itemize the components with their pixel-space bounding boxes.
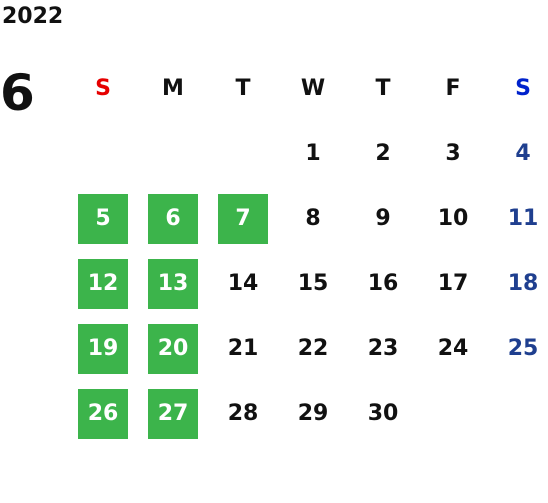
calendar-cell: 7 <box>208 186 278 251</box>
calendar-day-highlighted[interactable]: 7 <box>218 193 268 244</box>
calendar-day[interactable]: 15 <box>297 271 329 296</box>
calendar-cell: 18 <box>488 251 548 316</box>
calendar-day[interactable]: 3 <box>445 141 461 166</box>
calendar-cell: 21 <box>208 316 278 381</box>
calendar-cell: 15 <box>278 251 348 316</box>
calendar-cell: 27 <box>138 381 208 446</box>
calendar-day-highlighted[interactable]: 26 <box>78 388 128 439</box>
calendar-cell: 28 <box>208 381 278 446</box>
calendar-cell: 8 <box>278 186 348 251</box>
calendar-day[interactable]: 23 <box>367 336 399 361</box>
calendar-cell: 16 <box>348 251 418 316</box>
calendar-day[interactable]: 10 <box>437 206 469 231</box>
calendar-cell <box>68 121 138 186</box>
calendar-cell: 3 <box>418 121 488 186</box>
calendar-day[interactable]: 16 <box>367 271 399 296</box>
calendar-cell: 24 <box>418 316 488 381</box>
calendar-cell: 12 <box>68 251 138 316</box>
weekday-header: S <box>515 76 531 101</box>
calendar-day[interactable]: 22 <box>297 336 329 361</box>
calendar-day[interactable]: 21 <box>227 336 259 361</box>
calendar-day-highlighted[interactable]: 27 <box>148 388 198 439</box>
calendar-cell: 6 <box>138 186 208 251</box>
calendar-day[interactable]: 18 <box>507 271 539 296</box>
calendar-day[interactable]: 1 <box>305 141 321 166</box>
calendar-day[interactable]: 24 <box>437 336 469 361</box>
calendar-day-highlighted[interactable]: 5 <box>78 193 128 244</box>
weekday-header: F <box>445 76 461 101</box>
calendar-cell: 13 <box>138 251 208 316</box>
calendar-cell: 11 <box>488 186 548 251</box>
calendar-day[interactable]: 2 <box>375 141 391 166</box>
calendar-cell <box>488 381 548 446</box>
weekday-header: T <box>375 76 391 101</box>
calendar-cell: 9 <box>348 186 418 251</box>
calendar-day-highlighted[interactable]: 19 <box>78 323 128 374</box>
calendar-cell: 5 <box>68 186 138 251</box>
calendar-day-highlighted[interactable]: 20 <box>148 323 198 374</box>
calendar-day[interactable]: 14 <box>227 271 259 296</box>
calendar-cell: 19 <box>68 316 138 381</box>
calendar-cell <box>208 121 278 186</box>
weekday-header: W <box>300 76 326 101</box>
calendar-cell: 30 <box>348 381 418 446</box>
calendar-cell: 10 <box>418 186 488 251</box>
year-label: 2022 <box>2 4 64 29</box>
calendar-cell: 2 <box>348 121 418 186</box>
calendar-day-highlighted[interactable]: 6 <box>148 193 198 244</box>
month-label: 6 <box>0 64 35 122</box>
calendar-cell: 29 <box>278 381 348 446</box>
calendar-cell <box>418 381 488 446</box>
calendar-day[interactable]: 29 <box>297 401 329 426</box>
weekday-header: S <box>95 76 111 101</box>
calendar-cell: 14 <box>208 251 278 316</box>
calendar-day[interactable]: 25 <box>507 336 539 361</box>
weekday-header: T <box>235 76 251 101</box>
calendar-day[interactable]: 30 <box>367 401 399 426</box>
calendar-day[interactable]: 17 <box>437 271 469 296</box>
calendar-cell: 25 <box>488 316 548 381</box>
calendar-cell: 26 <box>68 381 138 446</box>
calendar-cell: 17 <box>418 251 488 316</box>
calendar-day[interactable]: 28 <box>227 401 259 426</box>
calendar-cell: 4 <box>488 121 548 186</box>
calendar-cell: 20 <box>138 316 208 381</box>
calendar-day-highlighted[interactable]: 13 <box>148 258 198 309</box>
calendar-cell: 22 <box>278 316 348 381</box>
weekday-header: M <box>162 76 184 101</box>
calendar-cell: 23 <box>348 316 418 381</box>
calendar-day-highlighted[interactable]: 12 <box>78 258 128 309</box>
calendar-cell: 1 <box>278 121 348 186</box>
calendar-day[interactable]: 11 <box>507 206 539 231</box>
calendar-cell <box>138 121 208 186</box>
calendar-day[interactable]: 9 <box>375 206 391 231</box>
calendar-day[interactable]: 8 <box>305 206 321 231</box>
calendar-day[interactable]: 4 <box>515 141 531 166</box>
